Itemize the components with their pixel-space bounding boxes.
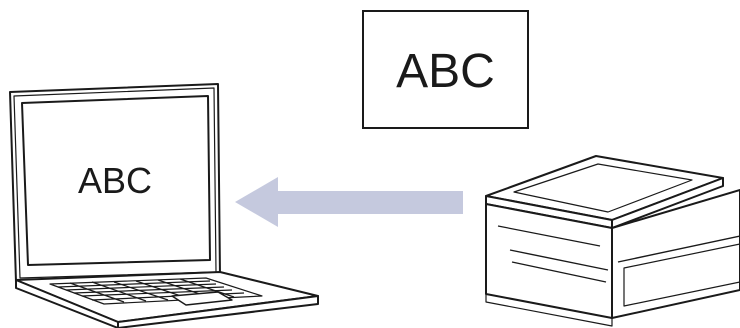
laptop-screen-text: ABC [78,160,152,201]
printer-scanner-icon [486,156,740,326]
arrow-head [235,177,278,227]
transfer-arrow-icon [235,177,463,227]
document-icon: ABC [363,11,528,128]
arrow-shaft [272,191,463,214]
document-text: ABC [396,45,495,98]
